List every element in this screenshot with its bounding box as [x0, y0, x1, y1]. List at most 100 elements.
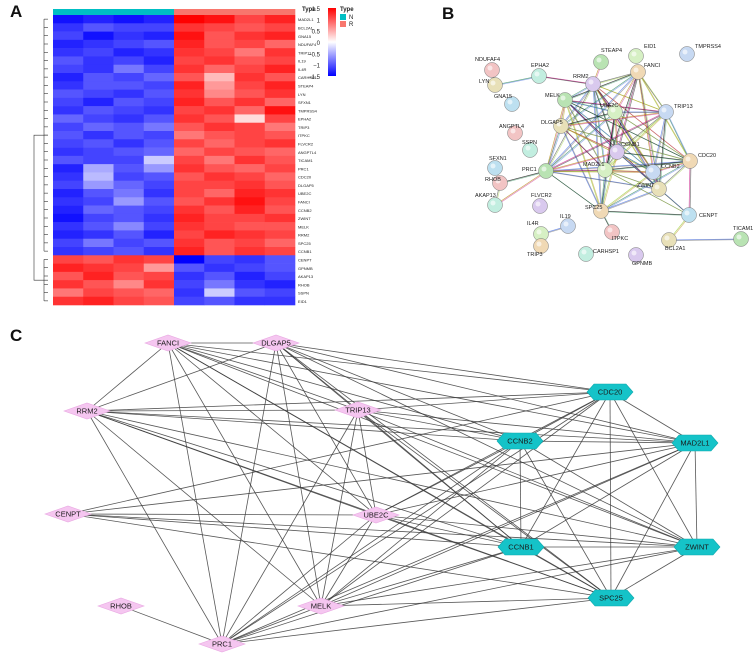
ppi-node-label: MELK: [545, 93, 560, 99]
ppi-edge: [666, 112, 692, 162]
ppi-node-label: RHOB: [485, 177, 501, 183]
heatmap-cell: [113, 97, 145, 107]
heatmap-row-label: CENPT: [298, 258, 312, 263]
heatmap-cell: [204, 131, 235, 140]
heatmap-cell: [53, 189, 84, 198]
heatmap-cell: [264, 296, 296, 306]
ppi-node-highlight: [631, 250, 637, 256]
ppi-node-highlight: [633, 67, 639, 73]
heatmap-cell: [143, 155, 175, 165]
heatmap-cell: [174, 296, 205, 306]
ppi-node-il19: [560, 218, 576, 234]
heatmap-cell: [174, 180, 205, 190]
heatmap-cell: [83, 213, 114, 223]
heatmap-cell: [143, 197, 175, 206]
heatmap-cell: [264, 81, 296, 90]
heatmap-row-label: STEAP4: [298, 84, 314, 89]
heatmap-cell: [143, 213, 175, 223]
heatmap-row-label: PRC1: [298, 166, 309, 171]
heatmap-cell: [264, 205, 296, 215]
network-edge: [86, 342, 169, 412]
network-edge: [221, 514, 377, 645]
heatmap-cell: [83, 189, 114, 198]
ppi-node-label: STEAP4: [601, 48, 622, 54]
heatmap-cell: [234, 131, 266, 140]
ppi-node-label: FANCI: [644, 63, 661, 69]
ppi-node-label: GPNMB: [632, 261, 653, 267]
heatmap-cell: [234, 180, 266, 190]
heatmap-cell: [174, 271, 205, 281]
heatmap-cell: [53, 255, 84, 264]
heatmap-row-label: GNA15: [298, 34, 312, 39]
heatmap-cell: [204, 139, 235, 148]
ppi-edge: [601, 189, 661, 212]
heatmap-row-label: TICAM1: [298, 158, 313, 163]
heatmap-cell: [83, 31, 114, 41]
group-legend-swatch: [340, 21, 346, 27]
ppi-node-highlight: [612, 147, 618, 153]
heatmap-cell: [83, 39, 114, 49]
network-node-mad2l1: [671, 434, 719, 452]
ppi-node-label: ITPKC: [612, 236, 628, 242]
ppi-node-label: EID1: [644, 44, 656, 50]
network-node-label: CDC20: [598, 388, 623, 397]
heatmap-group-bar-r: [264, 9, 296, 15]
ppi-node-label: UBE2C: [600, 103, 618, 109]
ppi-edge: [561, 112, 617, 127]
group-legend-label: N: [349, 15, 353, 21]
heatmap-cell: [264, 23, 296, 32]
ppi-edge: [545, 111, 667, 172]
heatmap-cell: [264, 288, 296, 298]
ppi-node-label: TICAM1: [733, 226, 753, 232]
heatmap-cell: [53, 172, 84, 182]
heatmap-cell: [83, 296, 114, 306]
ppi-edge: [546, 72, 640, 172]
heatmap-row-label: RHOB: [298, 282, 310, 287]
ppi-node-highlight: [607, 227, 613, 233]
heatmap-cell: [204, 205, 235, 215]
network-node-label: PRC1: [212, 640, 232, 649]
network-edge: [357, 409, 698, 548]
network-node-ccnb2: [496, 432, 544, 450]
ppi-edge: [560, 111, 616, 127]
ppi-edge: [561, 126, 692, 162]
ppi-edge: [545, 99, 566, 172]
heatmap-cell: [204, 15, 235, 24]
network-edge: [320, 409, 359, 607]
ppi-node-highlight: [648, 167, 654, 173]
heatmap-cell: [113, 64, 145, 74]
heatmap-cell: [53, 48, 84, 57]
network-node-label: DLGAP5: [261, 339, 291, 348]
ppi-node-highlight: [556, 121, 562, 127]
ppi-edge: [600, 171, 654, 212]
ppi-edge: [546, 84, 595, 172]
ppi-edge: [561, 72, 640, 127]
network-edge: [221, 605, 322, 645]
heatmap-row-label: SSPN: [298, 291, 309, 296]
heatmap-cell: [264, 64, 296, 74]
heatmap-cell: [264, 147, 296, 157]
heatmap-cell: [174, 15, 205, 24]
ppi-edge: [668, 238, 742, 241]
heatmap-cell: [83, 147, 114, 157]
ppi-node-highlight: [510, 128, 516, 134]
network-edge: [275, 342, 611, 393]
ppi-node-highlight: [661, 107, 667, 113]
ppi-edge: [564, 99, 616, 113]
heatmap-cell: [113, 213, 145, 223]
network-edge: [167, 342, 359, 411]
heatmap-cell: [143, 89, 175, 99]
heatmap-cell: [53, 81, 84, 90]
ppi-edge: [545, 170, 660, 190]
ppi-node-label: SPC25: [585, 205, 602, 211]
ppi-node-steap4: [593, 54, 609, 70]
heatmap-cell: [234, 23, 266, 32]
heatmap-cell: [113, 230, 145, 240]
heatmap-cell: [174, 205, 205, 215]
network-edge: [67, 391, 611, 515]
network-edge: [221, 440, 521, 645]
group-legend-title: Type: [340, 7, 354, 13]
heatmap-cell: [113, 122, 145, 132]
heatmap-cell: [174, 73, 205, 82]
